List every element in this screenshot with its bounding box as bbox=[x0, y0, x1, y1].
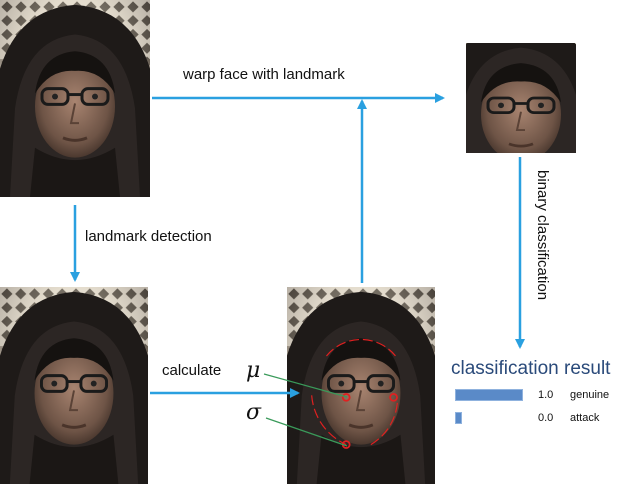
result-title: classification result bbox=[451, 358, 611, 379]
sigma-connector bbox=[265, 417, 348, 447]
attack-label: attack bbox=[570, 412, 600, 424]
genuine-label: genuine bbox=[570, 389, 610, 401]
sigma-symbol: σ bbox=[246, 400, 262, 425]
warp-label: warp face with landmark bbox=[183, 66, 345, 83]
calculate-label: calculate bbox=[162, 362, 222, 379]
binary-classification-label: binary classification bbox=[534, 170, 551, 301]
genuine-value: 1.0 bbox=[538, 389, 554, 401]
attack-bar bbox=[455, 412, 462, 424]
mu-symbol: μ bbox=[246, 358, 261, 383]
mu-connector bbox=[263, 373, 348, 398]
landmark-detection-label: landmark detection bbox=[85, 228, 212, 245]
attack-value: 0.0 bbox=[538, 412, 554, 424]
genuine-bar bbox=[455, 389, 523, 401]
